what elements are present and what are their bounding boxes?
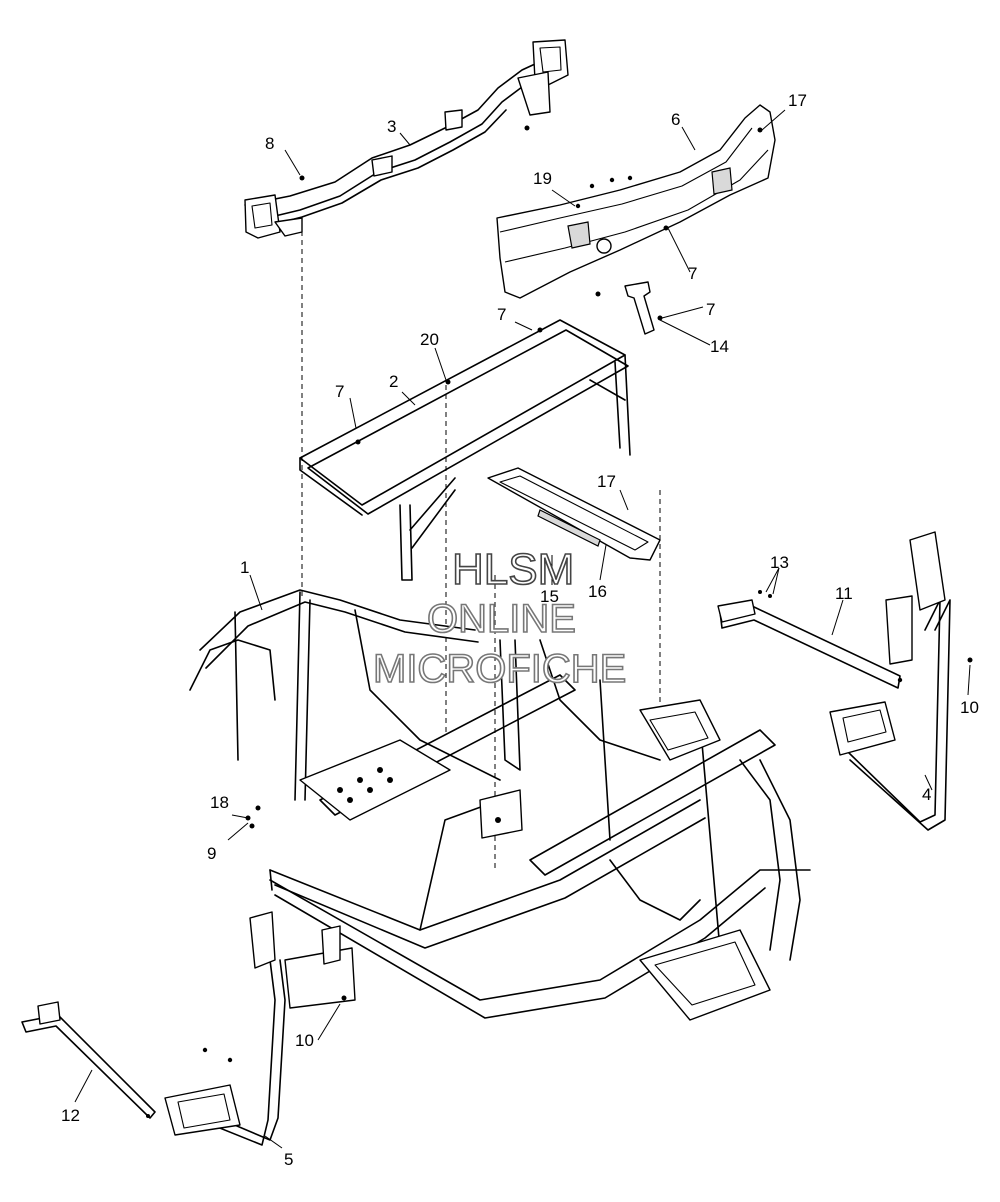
watermark-line-1: HLSM bbox=[452, 545, 574, 594]
callout-1: 1 bbox=[240, 558, 249, 577]
part-14-bracket bbox=[624, 281, 663, 335]
part-16-skid-plate bbox=[487, 467, 661, 561]
callout-7d: 7 bbox=[706, 300, 715, 319]
callouts: 1 2 3 4 5 6 7 7 7 7 8 9 10 10 11 12 13 1… bbox=[61, 91, 979, 1169]
part-4-right-nerf-bar bbox=[829, 531, 973, 831]
callout-20: 20 bbox=[420, 330, 439, 349]
callout-10b: 10 bbox=[960, 698, 979, 717]
callout-2: 2 bbox=[389, 372, 398, 391]
callout-7c: 7 bbox=[688, 264, 697, 283]
part-5-left-nerf-bar bbox=[164, 911, 356, 1146]
part-19-bolts bbox=[575, 175, 633, 209]
callout-9: 9 bbox=[207, 844, 216, 863]
callout-7a: 7 bbox=[335, 382, 344, 401]
callout-19: 19 bbox=[533, 169, 552, 188]
callout-5: 5 bbox=[284, 1150, 293, 1169]
callout-16: 16 bbox=[588, 582, 607, 601]
watermark: HLSM ONLINE MICROFICHE bbox=[372, 544, 627, 692]
callout-3: 3 bbox=[387, 117, 396, 136]
part-1-main-frame bbox=[189, 589, 811, 1021]
callout-8: 8 bbox=[265, 134, 274, 153]
callout-15: 15 bbox=[540, 587, 559, 606]
callout-6: 6 bbox=[671, 110, 680, 129]
callout-7b: 7 bbox=[497, 305, 506, 324]
callout-11: 11 bbox=[835, 584, 853, 603]
part-2-upper-rack bbox=[299, 319, 631, 581]
callout-12: 12 bbox=[61, 1106, 80, 1125]
alignment-lines bbox=[301, 222, 661, 870]
watermark-line-3: MICROFICHE bbox=[373, 647, 626, 691]
part-3-front-beam bbox=[244, 39, 569, 239]
callout-4: 4 bbox=[922, 785, 931, 804]
leader-lines bbox=[74, 109, 971, 1149]
callout-13: 13 bbox=[770, 553, 789, 572]
callout-17a: 17 bbox=[597, 472, 616, 491]
part-12-stabilizer-bar bbox=[21, 1001, 156, 1119]
callout-14: 14 bbox=[710, 337, 729, 356]
watermark-line-2: ONLINE bbox=[427, 597, 576, 641]
parts-9-18-fasteners bbox=[245, 805, 261, 829]
callout-18: 18 bbox=[210, 793, 229, 812]
part-6-dash-panel bbox=[496, 104, 776, 299]
callout-17b: 17 bbox=[788, 91, 807, 110]
callout-10a: 10 bbox=[295, 1031, 314, 1050]
part-11-stabilizer-bar bbox=[717, 590, 901, 689]
